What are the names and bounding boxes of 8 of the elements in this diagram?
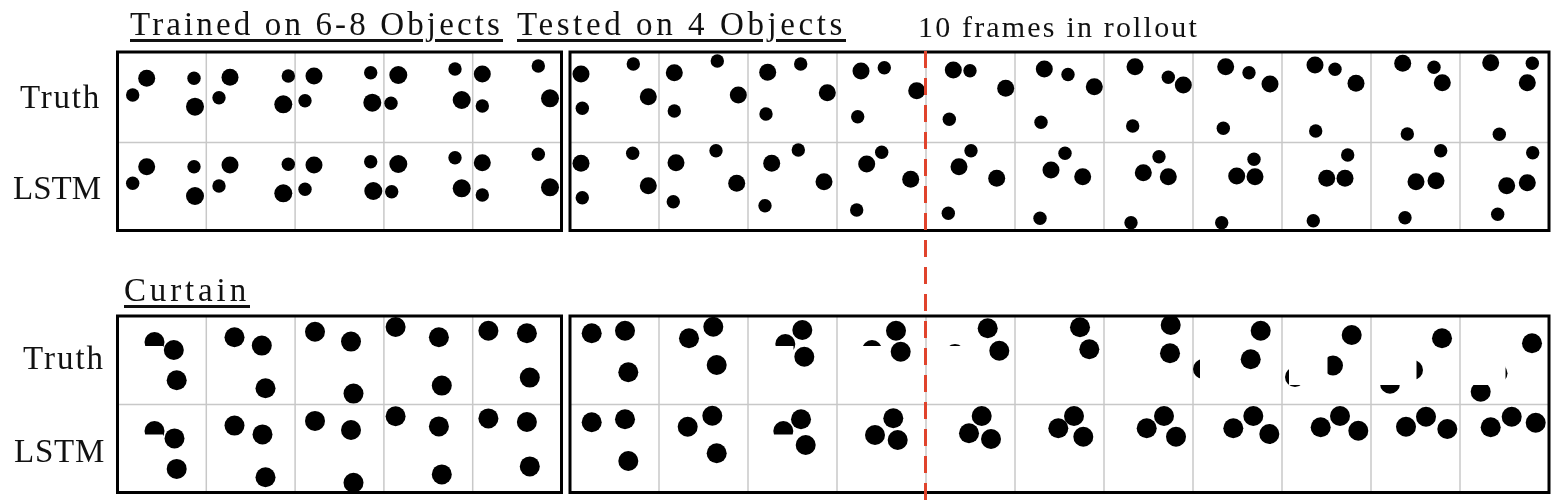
panel-heading: Curtain	[124, 274, 250, 308]
row-label: LSTM	[13, 172, 101, 206]
panel-heading: Trained on 6-8 Objects	[130, 8, 503, 42]
panel-heading: Tested on 4 Objects	[517, 8, 846, 42]
row-label: LSTM	[14, 435, 105, 469]
row-label: Truth	[23, 342, 105, 376]
rollout-annotation: 10 frames in rollout	[918, 11, 1199, 42]
row-label: Truth	[20, 81, 101, 115]
